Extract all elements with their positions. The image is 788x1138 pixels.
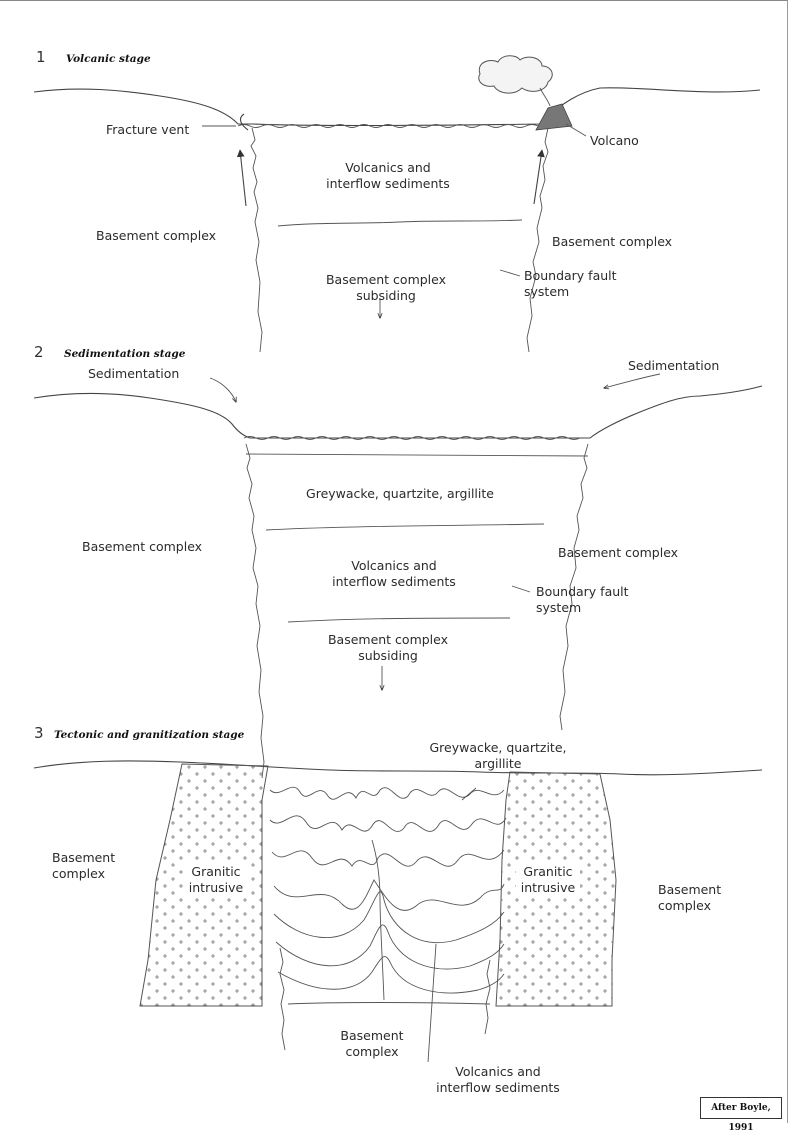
stage-2-sediment-top xyxy=(246,454,588,456)
label-greywacke-2: argillite xyxy=(475,756,522,771)
stage-1-fault-leader xyxy=(500,270,520,276)
label-granitic-right-2: intrusive xyxy=(521,880,576,895)
stage-3-right-fault xyxy=(485,960,490,1034)
label-subsiding-2: subsiding xyxy=(356,288,416,303)
label-volcano: Volcano xyxy=(590,133,639,148)
label-basement-bottom-2: complex xyxy=(346,1044,399,1059)
eruption-column xyxy=(540,88,550,106)
stage-3-panel: 3 Tectonic and granitization stage Greyw… xyxy=(34,724,762,1095)
stage-1-vent-conduit xyxy=(241,114,248,130)
label-fault-1: Boundary fault xyxy=(524,268,617,283)
stage-1-ground-surface xyxy=(34,88,760,126)
label-basement-right: Basement complex xyxy=(558,545,678,560)
label-volcanics-1: Volcanics and xyxy=(455,1064,541,1079)
label-basement-right-2: complex xyxy=(658,898,711,913)
label-fracture-vent: Fracture vent xyxy=(106,122,189,137)
stage-1-title: Volcanic stage xyxy=(66,53,151,65)
stage-1-left-up-arrow xyxy=(240,150,246,206)
greywacke-leader xyxy=(462,788,476,800)
stage-1-panel: 1 Volcanic stage Fracture vent Volcano V… xyxy=(34,48,760,352)
label-subsiding-2: subsiding xyxy=(358,648,418,663)
stage-2-title: Sedimentation stage xyxy=(64,348,186,360)
stage-2-greywacke-base xyxy=(266,524,544,530)
label-greywacke: Greywacke, quartzite, argillite xyxy=(306,486,494,501)
label-basement-left: Basement complex xyxy=(96,228,216,243)
stage-1-volcanics-base xyxy=(278,220,522,226)
stage-3-ground-surface xyxy=(34,761,762,775)
folded-strata xyxy=(270,787,506,1004)
stage-2-left-fault xyxy=(246,444,264,778)
stage-2-number: 2 xyxy=(34,343,44,361)
credit-label: After Boyle, 1991 xyxy=(700,1097,782,1119)
label-subsiding-1: Basement complex xyxy=(328,632,448,647)
stage-3-left-fault xyxy=(280,948,285,1050)
label-sedimentation-right: Sedimentation xyxy=(628,358,719,373)
label-volcanics-2: interflow sediments xyxy=(436,1080,560,1095)
label-granitic-left-2: intrusive xyxy=(189,880,244,895)
stage-1-number: 1 xyxy=(36,48,46,66)
label-basement-left: Basement complex xyxy=(82,539,202,554)
label-volcanics-1: Volcanics and xyxy=(345,160,431,175)
stage-1-right-fault xyxy=(527,128,548,352)
stage-3-number: 3 xyxy=(34,724,44,742)
volcano-cone-icon xyxy=(536,104,572,130)
label-granitic-left-1: Granitic xyxy=(191,864,240,879)
label-basement-bottom-1: Basement xyxy=(340,1028,403,1043)
stage-2-right-sed-arrow xyxy=(604,374,660,388)
volcano-leader xyxy=(566,124,586,136)
label-volcanics-1: Volcanics and xyxy=(351,558,437,573)
label-basement-right: Basement complex xyxy=(552,234,672,249)
stage-2-volcanics-base xyxy=(288,618,510,622)
label-volcanics-2: interflow sediments xyxy=(326,176,450,191)
label-sedimentation-left: Sedimentation xyxy=(88,366,179,381)
stage-1-right-up-arrow xyxy=(534,150,542,204)
stage-2-left-sed-arrow xyxy=(210,378,236,402)
label-granitic-right-1: Granitic xyxy=(523,864,572,879)
label-basement-left-1: Basement xyxy=(52,850,115,865)
stage-2-panel: 2 Sedimentation stage Sedimentation Sedi… xyxy=(34,343,762,778)
label-basement-right-1: Basement xyxy=(658,882,721,897)
label-subsiding-1: Basement complex xyxy=(326,272,446,287)
label-greywacke-1: Greywacke, quartzite, xyxy=(430,740,567,755)
label-basement-left-2: complex xyxy=(52,866,105,881)
eruption-cloud-icon xyxy=(479,56,552,93)
stage-2-ground-surface xyxy=(34,386,762,438)
label-fault-1: Boundary fault xyxy=(536,584,629,599)
label-fault-2: system xyxy=(536,600,581,615)
label-fault-2: system xyxy=(524,284,569,299)
stage-1-left-fault xyxy=(251,128,262,352)
label-volcanics-2: interflow sediments xyxy=(332,574,456,589)
stage-2-fault-leader xyxy=(512,586,530,592)
stage-3-title: Tectonic and granitization stage xyxy=(54,729,245,741)
